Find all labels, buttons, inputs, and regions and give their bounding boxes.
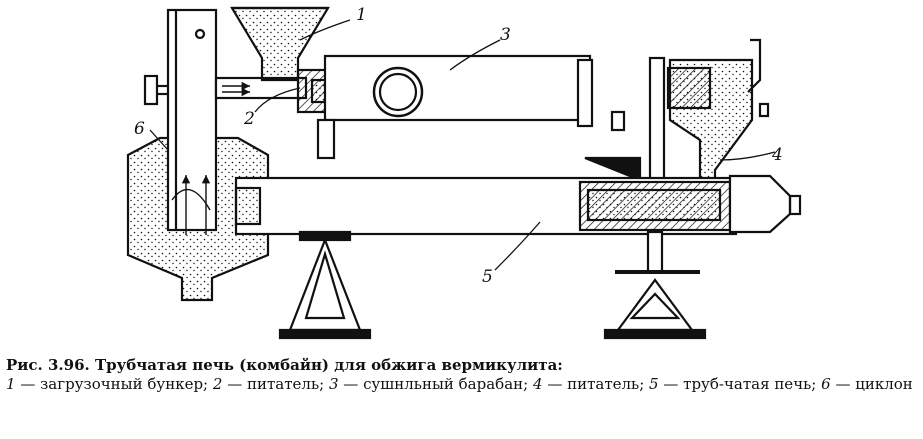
- legend-text: загрузочный бункер;: [40, 375, 209, 393]
- legend-num: 5: [649, 375, 659, 393]
- label-5: 5: [482, 267, 493, 287]
- kiln-diagram: 1 2 3 4 5 6: [126, 5, 802, 340]
- legend-dash: —: [835, 375, 851, 393]
- label-2: 2: [243, 109, 255, 129]
- feeder-hopper: [584, 38, 770, 192]
- label-6: 6: [134, 119, 145, 139]
- legend-num: 4: [532, 375, 543, 393]
- legend-text: циклон: [855, 375, 913, 393]
- caption-title: Рис. 3.96. Трубчатая печь (комбайн) для …: [6, 356, 563, 374]
- label-3: 3: [500, 25, 511, 45]
- legend-num: 1: [6, 375, 16, 393]
- tubular-kiln: [234, 174, 802, 236]
- cyclone: [126, 8, 270, 302]
- legend-num: 3: [328, 375, 339, 393]
- legend-text: сушнльный барабан;: [363, 375, 529, 393]
- legend-dash: —: [663, 375, 679, 393]
- left-support: [278, 230, 372, 340]
- drying-drum: [316, 54, 666, 190]
- label-4: 4: [771, 145, 783, 165]
- legend-dash: —: [227, 375, 243, 393]
- legend-dash: —: [343, 375, 359, 393]
- legend-text: питатель;: [567, 375, 645, 393]
- leader-lines: [149, 19, 776, 271]
- legend-dash: —: [20, 375, 36, 393]
- legend-num: 6: [821, 375, 831, 393]
- legend-num: 2: [212, 375, 223, 393]
- caption-legend: 1 — загрузочный бункер; 2 — питатель; 3 …: [6, 375, 918, 394]
- legend-text: питатель;: [247, 375, 325, 393]
- legend-text: труб-чатая печь;: [683, 375, 817, 393]
- right-support: [603, 230, 707, 340]
- label-1: 1: [356, 5, 367, 25]
- figure-caption: Рис. 3.96. Трубчатая печь (комбайн) для …: [6, 356, 918, 394]
- legend-dash: —: [547, 375, 563, 393]
